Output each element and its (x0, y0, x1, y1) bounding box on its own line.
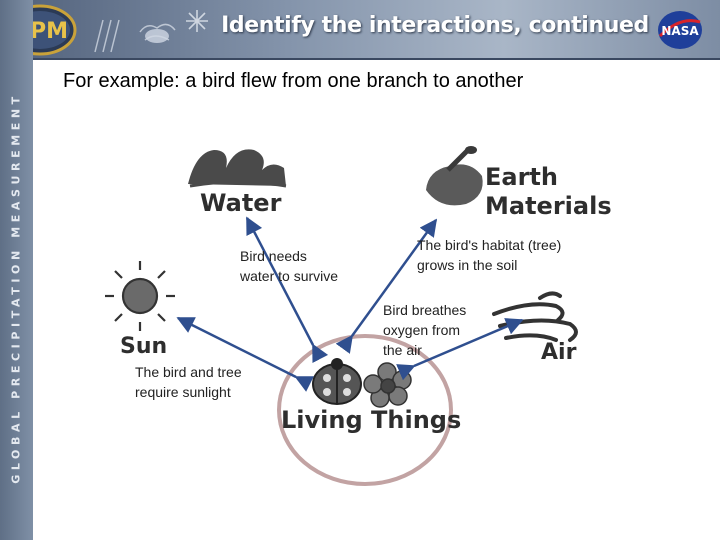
flower-icon (363, 362, 412, 408)
caption-air: Bird breathes oxygen from the air (383, 302, 467, 358)
ladybug-icon (312, 358, 362, 405)
weather-decoration (94, 10, 208, 53)
air-wind-icon (492, 291, 578, 342)
interaction-arrows (176, 216, 524, 392)
arrow-air (396, 318, 524, 381)
sidebar-band: GLOBAL PRECIPITATION MEASUREMENT (0, 0, 33, 540)
header-divider (0, 58, 720, 60)
slide-title: Identify the interactions, continued (221, 13, 649, 38)
arrow-earth (335, 218, 438, 354)
caption-sun: The bird and tree require sunlight (135, 364, 242, 400)
svg-text:NASA: NASA (661, 24, 699, 38)
earth-materials-label-line1: Earth (485, 163, 558, 191)
earth-materials-icon (426, 146, 483, 206)
water-wave-icon (188, 149, 287, 188)
caption-water: Bird needs water to survive (240, 248, 339, 284)
living-things-label: Living Things (281, 406, 461, 434)
sun-icon (105, 261, 175, 331)
slide-header: GPM Identify the interactions, continued… (0, 0, 720, 60)
earth-materials-label-line2: Materials (485, 192, 612, 220)
nasa-logo: NASA (658, 11, 702, 49)
arrow-sun (176, 316, 315, 392)
air-label: Air (541, 340, 577, 365)
water-label: Water (200, 189, 282, 217)
caption-earth: The bird's habitat (tree) grows in the s… (417, 237, 562, 273)
slide-subtitle: For example: a bird flew from one branch… (63, 70, 524, 92)
sun-label: Sun (120, 334, 167, 359)
